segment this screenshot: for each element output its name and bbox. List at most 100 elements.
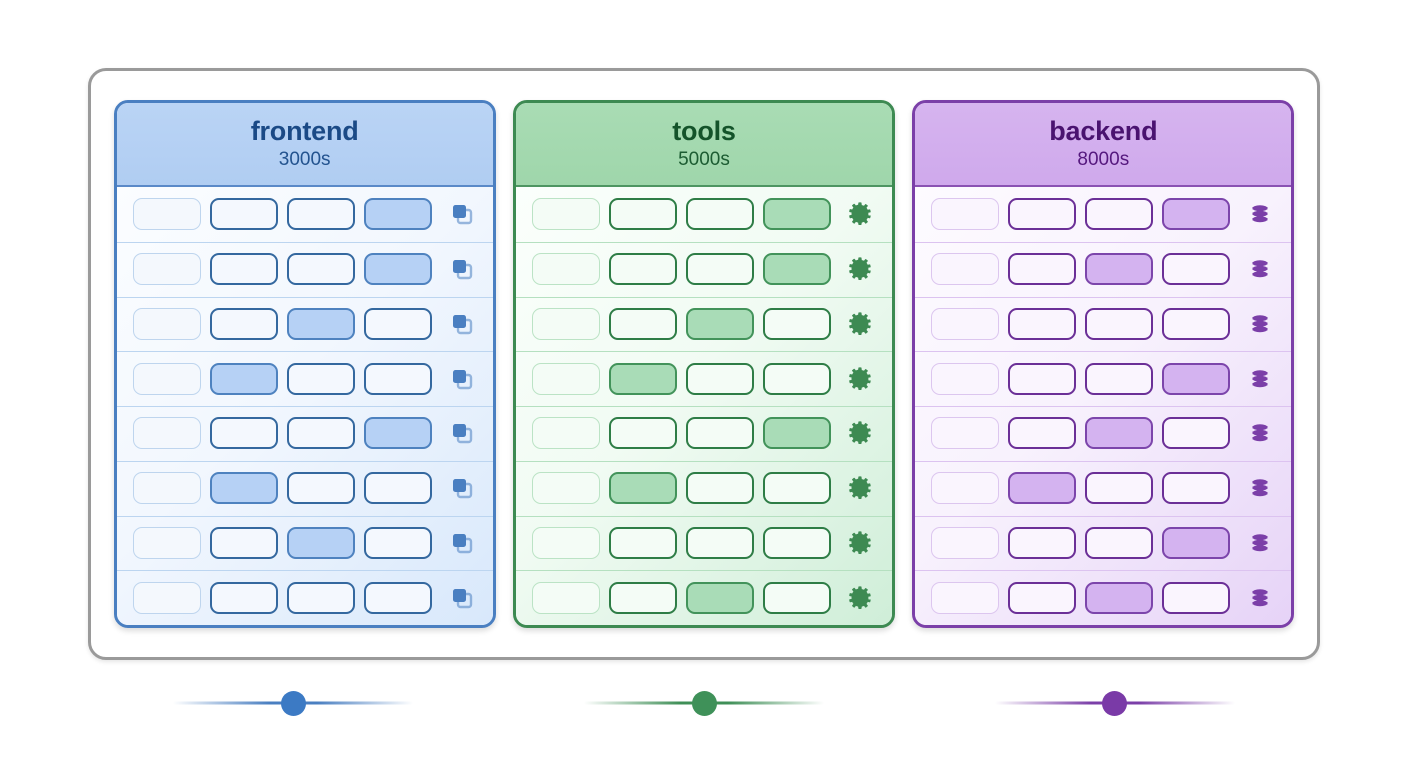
cell-highlighted[interactable] xyxy=(363,198,432,231)
cell[interactable] xyxy=(531,253,600,286)
connector-dot[interactable] xyxy=(280,690,306,716)
cell[interactable] xyxy=(762,526,831,559)
table-row[interactable] xyxy=(915,515,1292,571)
cell-highlighted[interactable] xyxy=(608,362,677,395)
table-row[interactable] xyxy=(915,296,1292,352)
table-row[interactable] xyxy=(116,406,493,461)
database-icon[interactable] xyxy=(1243,363,1277,395)
copy-layers-icon[interactable] xyxy=(445,308,479,340)
cell[interactable] xyxy=(762,472,831,505)
copy-layers-icon[interactable] xyxy=(445,198,479,230)
cell[interactable] xyxy=(132,417,201,450)
cell[interactable] xyxy=(1085,198,1154,231)
cell-highlighted[interactable] xyxy=(1162,526,1231,559)
table-row[interactable] xyxy=(116,351,493,406)
table-row[interactable] xyxy=(915,460,1292,516)
cell[interactable] xyxy=(1085,362,1154,395)
cell[interactable] xyxy=(132,198,201,231)
cell[interactable] xyxy=(531,581,600,614)
cell-highlighted[interactable] xyxy=(363,417,432,450)
connector-dot[interactable] xyxy=(1102,690,1128,716)
cell[interactable] xyxy=(531,362,600,395)
cell[interactable] xyxy=(363,581,432,614)
cell[interactable] xyxy=(132,526,201,559)
cell-highlighted[interactable] xyxy=(762,253,831,286)
gear-icon[interactable] xyxy=(844,363,878,395)
cell[interactable] xyxy=(685,417,754,450)
cell[interactable] xyxy=(762,362,831,395)
gear-icon[interactable] xyxy=(844,198,878,230)
cell-highlighted[interactable] xyxy=(1162,198,1231,231)
cell-highlighted[interactable] xyxy=(762,198,831,231)
cell[interactable] xyxy=(531,307,600,340)
cell[interactable] xyxy=(363,472,432,505)
cell-highlighted[interactable] xyxy=(762,417,831,450)
cell[interactable] xyxy=(286,253,355,286)
table-row[interactable] xyxy=(915,241,1292,297)
cell[interactable] xyxy=(762,581,831,614)
database-icon[interactable] xyxy=(1243,527,1277,559)
copy-layers-icon[interactable] xyxy=(445,253,479,285)
table-row[interactable] xyxy=(116,515,493,571)
gear-icon[interactable] xyxy=(844,582,878,614)
table-row[interactable] xyxy=(915,187,1291,242)
cell[interactable] xyxy=(762,307,831,340)
database-icon[interactable] xyxy=(1243,253,1277,285)
cell[interactable] xyxy=(1008,253,1077,286)
gear-icon[interactable] xyxy=(844,308,878,340)
gear-icon[interactable] xyxy=(844,417,878,449)
cell-highlighted[interactable] xyxy=(608,472,677,505)
cell[interactable] xyxy=(132,307,201,340)
table-row[interactable] xyxy=(515,460,892,516)
cell[interactable] xyxy=(132,362,201,395)
cell[interactable] xyxy=(132,581,201,614)
cell-highlighted[interactable] xyxy=(209,472,278,505)
cell[interactable] xyxy=(286,362,355,395)
cell[interactable] xyxy=(685,362,754,395)
cell[interactable] xyxy=(1008,362,1077,395)
cell[interactable] xyxy=(531,198,600,231)
cell[interactable] xyxy=(608,417,677,450)
table-row[interactable] xyxy=(915,570,1292,625)
cell[interactable] xyxy=(931,253,1000,286)
cell[interactable] xyxy=(608,307,677,340)
table-row[interactable] xyxy=(915,351,1292,406)
gear-icon[interactable] xyxy=(844,472,878,504)
cell[interactable] xyxy=(1008,417,1077,450)
cell[interactable] xyxy=(132,472,201,505)
cell[interactable] xyxy=(931,307,1000,340)
cell[interactable] xyxy=(1008,307,1077,340)
cell-highlighted[interactable] xyxy=(209,362,278,395)
connector-dot[interactable] xyxy=(691,690,717,716)
cell[interactable] xyxy=(132,253,201,286)
cell[interactable] xyxy=(608,581,677,614)
cell[interactable] xyxy=(1162,581,1231,614)
cell[interactable] xyxy=(1085,307,1154,340)
cell[interactable] xyxy=(363,362,432,395)
cell[interactable] xyxy=(531,526,600,559)
cell[interactable] xyxy=(931,198,1000,231)
database-icon[interactable] xyxy=(1243,308,1277,340)
cell[interactable] xyxy=(1162,417,1231,450)
cell[interactable] xyxy=(685,253,754,286)
cell[interactable] xyxy=(608,526,677,559)
cell-highlighted[interactable] xyxy=(1008,472,1077,505)
table-row[interactable] xyxy=(515,570,892,625)
cell[interactable] xyxy=(531,417,600,450)
table-row[interactable] xyxy=(515,241,892,297)
cell[interactable] xyxy=(209,198,278,231)
cell-highlighted[interactable] xyxy=(1085,581,1154,614)
cell[interactable] xyxy=(209,526,278,559)
cell[interactable] xyxy=(931,581,1000,614)
cell[interactable] xyxy=(1162,253,1231,286)
cell[interactable] xyxy=(685,198,754,231)
cell[interactable] xyxy=(1008,198,1077,231)
database-icon[interactable] xyxy=(1243,417,1277,449)
database-icon[interactable] xyxy=(1243,582,1277,614)
table-row[interactable] xyxy=(116,460,493,516)
cell[interactable] xyxy=(685,526,754,559)
table-row[interactable] xyxy=(915,406,1292,461)
copy-layers-icon[interactable] xyxy=(445,417,479,449)
